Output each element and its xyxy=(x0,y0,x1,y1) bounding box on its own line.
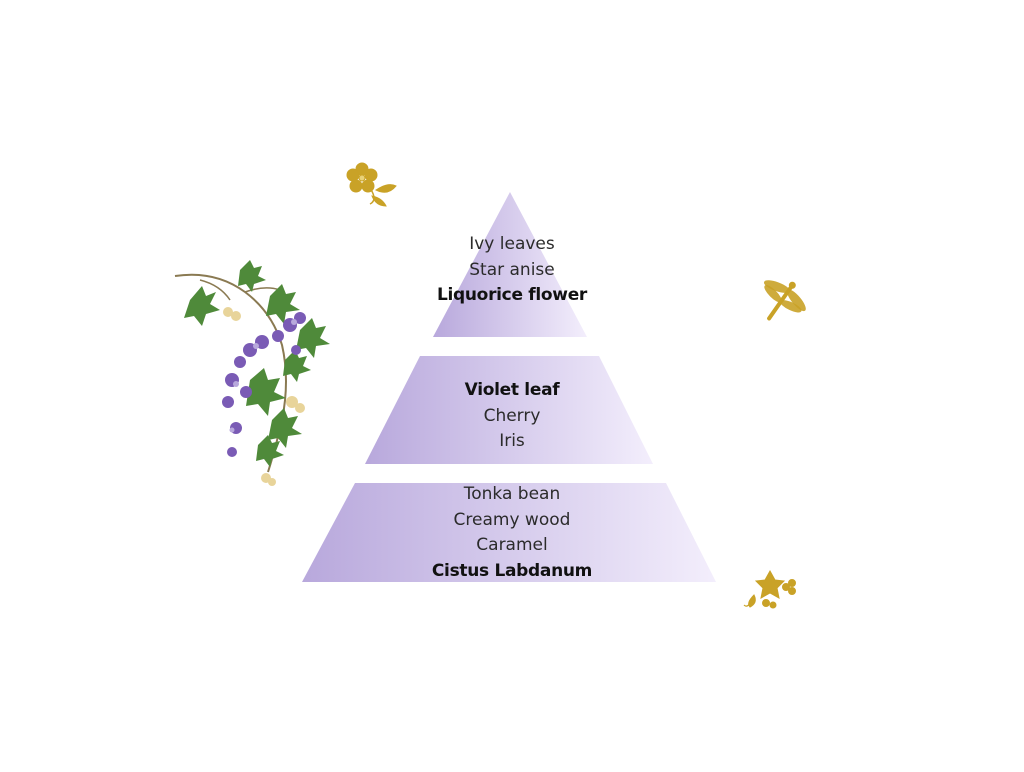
gold-dragonfly-icon xyxy=(763,280,806,321)
note-top-0: Ivy leaves xyxy=(469,234,555,254)
note-base-1: Creamy wood xyxy=(453,509,571,530)
note-middle-0: Violet leaf xyxy=(464,380,560,400)
note-top-2: Liquorice flower xyxy=(436,285,588,305)
pyramid-top-tier xyxy=(433,192,587,337)
note-base-0: Tonka bean xyxy=(463,484,561,504)
pyramid-base-tier xyxy=(302,483,716,582)
note-base-3: Cistus Labdanum xyxy=(431,560,593,581)
note-top-1: Star anise xyxy=(469,259,555,280)
pyramid-middle-tier xyxy=(365,356,653,464)
note-base-2: Caramel xyxy=(476,535,548,555)
note-middle-2: Iris xyxy=(499,431,525,451)
gold-blossom-icon xyxy=(743,569,796,609)
note-middle-1: Cherry xyxy=(483,405,541,426)
ivy-violet-branch-icon xyxy=(174,260,330,486)
gold-flower-icon xyxy=(346,162,397,207)
